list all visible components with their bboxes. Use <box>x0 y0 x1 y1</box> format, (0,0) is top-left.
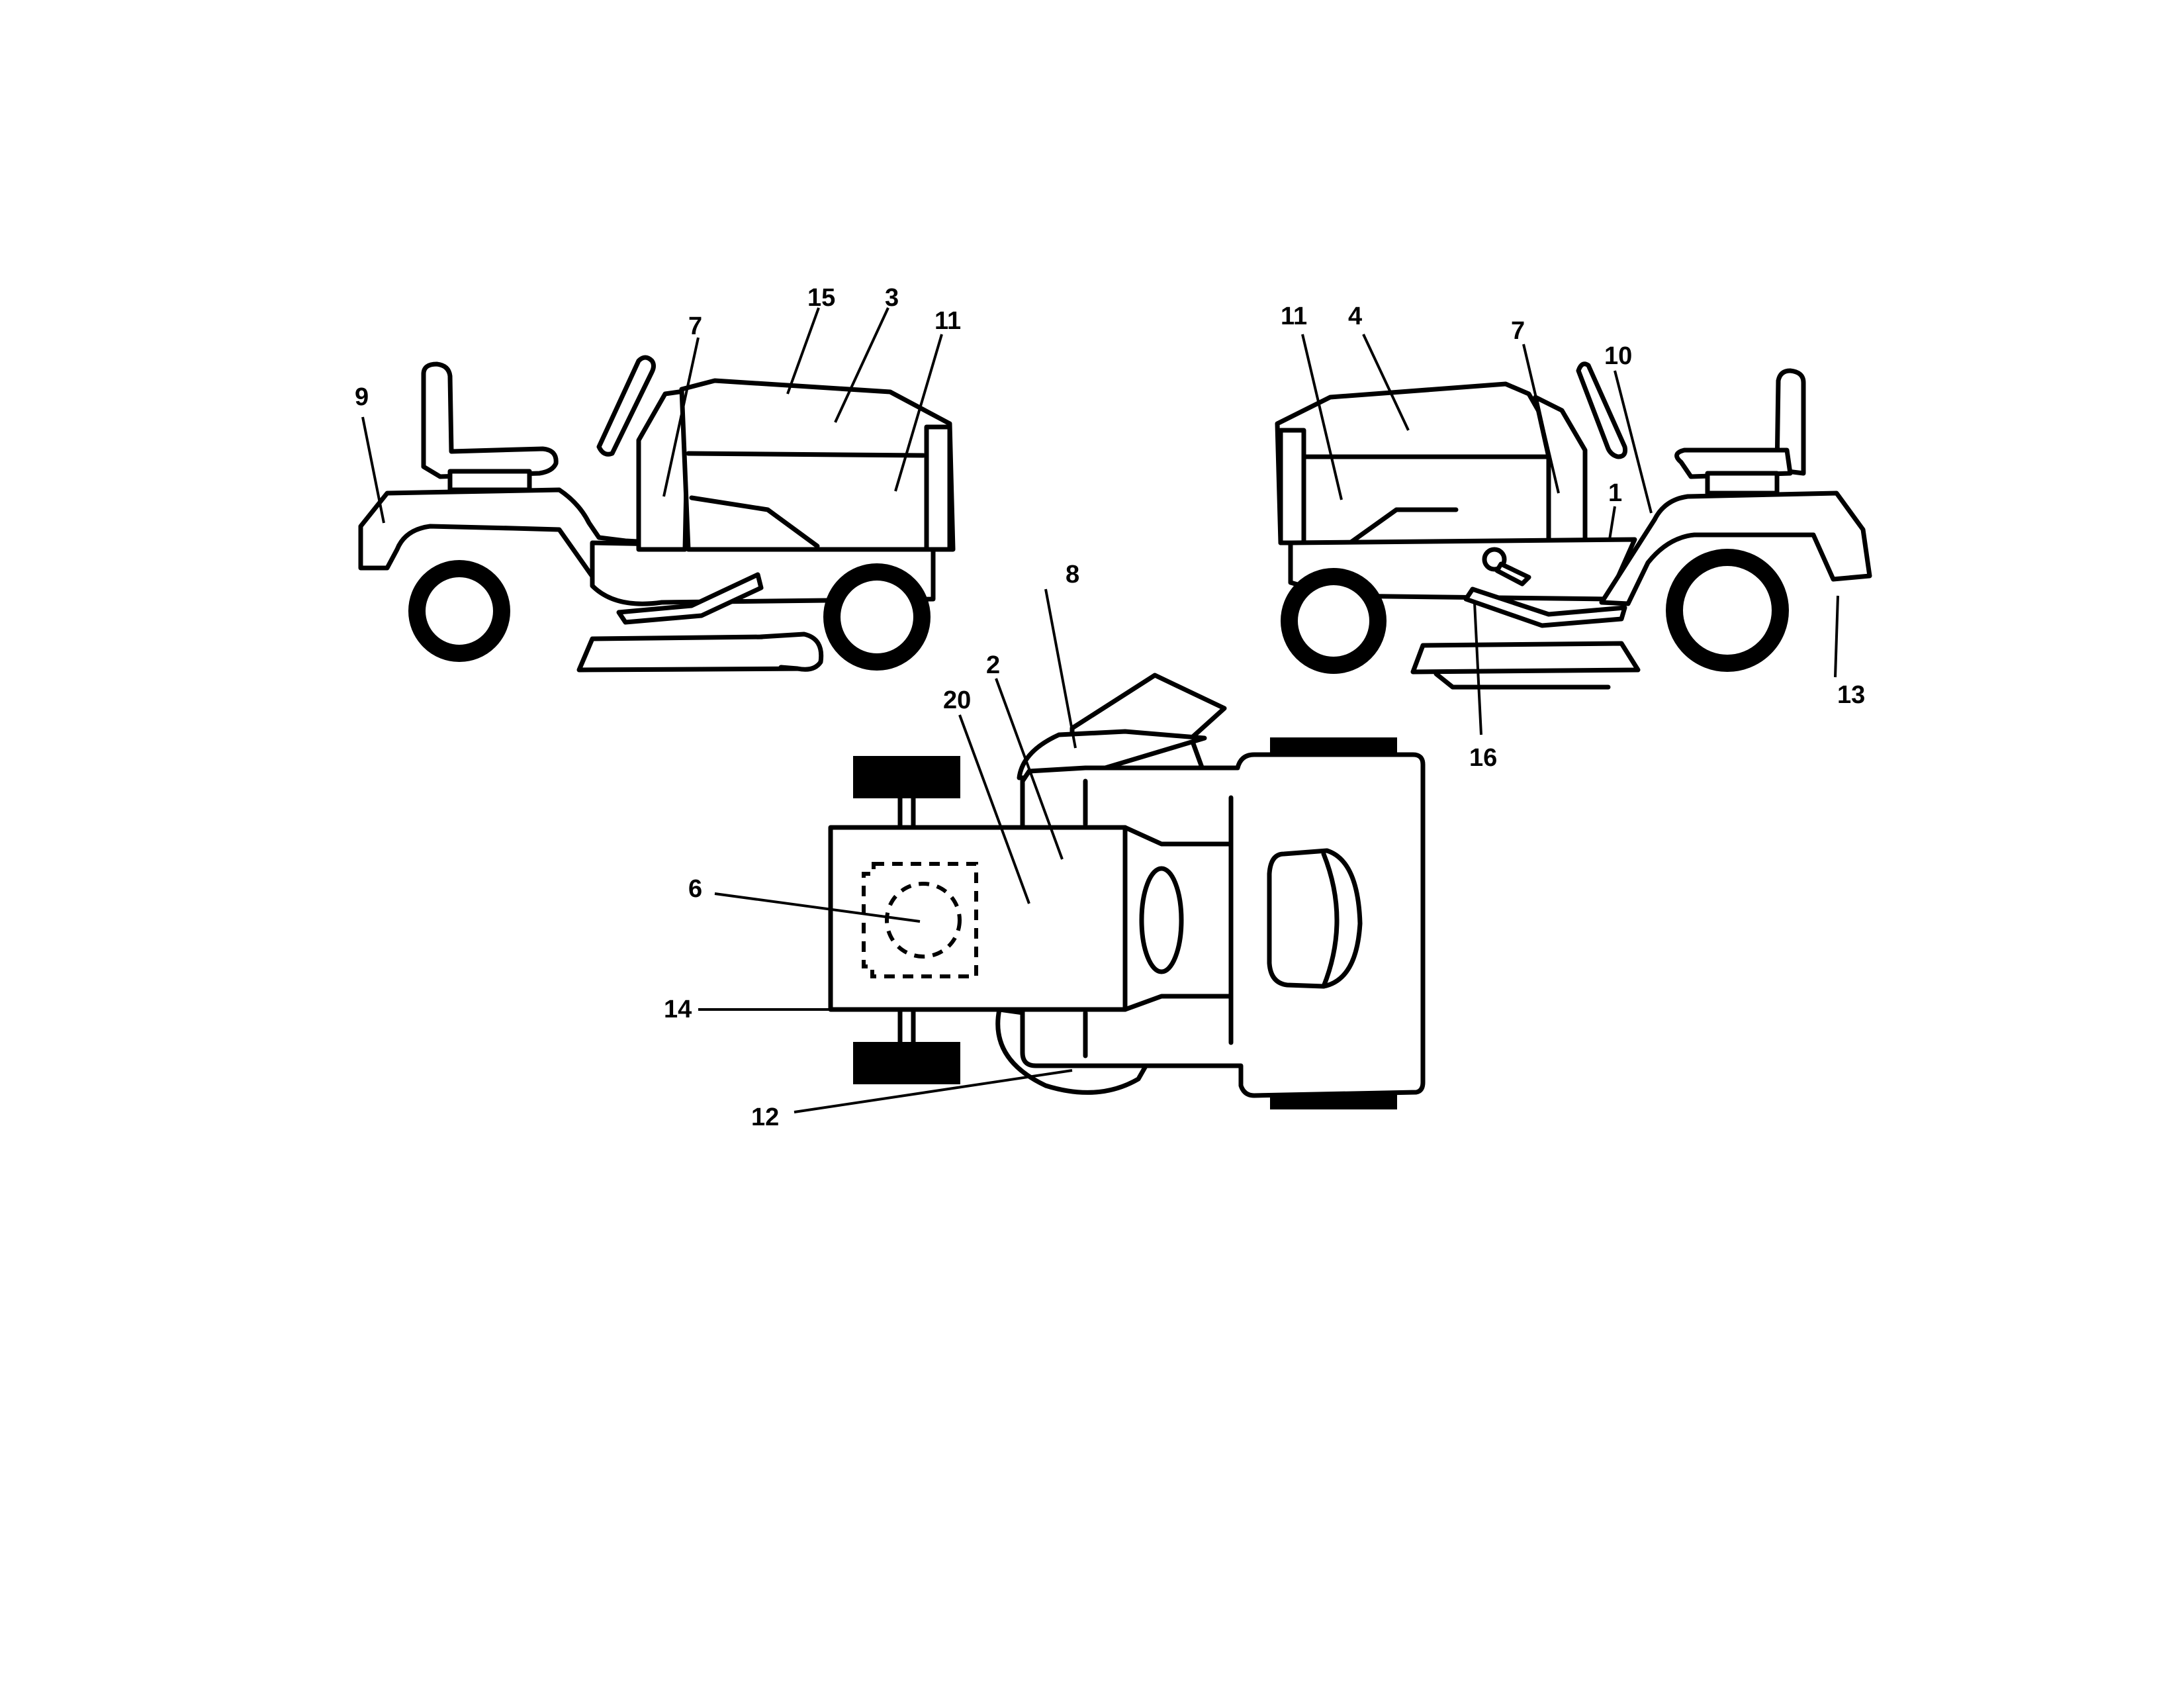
steering-wheel <box>596 355 656 457</box>
callout-2: 2 <box>986 651 1000 679</box>
seat <box>1267 848 1363 989</box>
hood-lower-crease <box>1347 507 1459 545</box>
hood-lower-crease <box>689 495 820 549</box>
callout-1: 1 <box>1608 479 1622 507</box>
front-wheel <box>823 563 931 671</box>
rear-tire-right <box>1270 1094 1397 1109</box>
leader-1 <box>1608 506 1616 540</box>
callout-11-right: 11 <box>1281 303 1307 330</box>
front-tire-right <box>853 1042 960 1084</box>
steering-wheel <box>1576 361 1627 459</box>
callout-4: 4 <box>1348 303 1362 330</box>
grille <box>1278 428 1306 545</box>
callout-20: 20 <box>943 686 971 714</box>
front-wheel <box>1281 568 1387 674</box>
seat-base <box>447 469 532 492</box>
leader-20 <box>958 714 1030 904</box>
leader-10 <box>1614 370 1653 514</box>
tractor-top-view <box>828 673 1426 1109</box>
leader-15 <box>786 307 820 395</box>
leader-11-right <box>1301 334 1343 500</box>
callout-6: 6 <box>688 875 702 903</box>
seat-cushion <box>1674 447 1793 479</box>
seat-curve <box>1321 851 1340 989</box>
deck-outline <box>1017 729 1207 780</box>
callout-9: 9 <box>355 383 369 411</box>
steering-wheel <box>1139 866 1184 974</box>
callout-13: 13 <box>1837 681 1865 709</box>
leader-3 <box>834 307 889 423</box>
leader-6 <box>714 892 921 923</box>
callout-15: 15 <box>807 284 835 312</box>
seat-back <box>421 361 559 479</box>
rear-wheel <box>408 560 510 662</box>
callout-10: 10 <box>1604 342 1632 370</box>
hood-crease <box>686 451 926 458</box>
rear-tire-left <box>1270 737 1397 753</box>
engine-outline <box>862 862 978 978</box>
leader-13 <box>1834 595 1839 678</box>
callout-7-left: 7 <box>688 312 702 340</box>
callout-11-left: 11 <box>934 307 961 335</box>
dash-tower <box>636 388 691 552</box>
callout-7-right: 7 <box>1511 317 1525 345</box>
hood <box>679 378 956 552</box>
deck-belt-guard <box>1433 671 1611 690</box>
tractor-left-side-view <box>358 355 956 673</box>
callout-16: 16 <box>1469 744 1497 772</box>
callout-8: 8 <box>1066 561 1079 588</box>
seat-base <box>1705 471 1780 496</box>
lift-lever <box>1494 561 1531 586</box>
tractor-right-side-view <box>1275 361 1872 690</box>
grille <box>924 424 952 552</box>
leader-16 <box>1473 602 1482 735</box>
deck-discharge <box>758 632 824 672</box>
leader-2 <box>995 678 1064 860</box>
front-tire-left <box>853 756 960 798</box>
rear-fender <box>1599 491 1872 606</box>
callout-3: 3 <box>885 284 899 312</box>
leader-8 <box>1044 588 1077 749</box>
leader-11-left <box>894 334 943 492</box>
mower-deck <box>1410 641 1641 675</box>
leader-12 <box>794 1069 1073 1113</box>
footrest <box>1463 586 1627 628</box>
leader-7-right <box>1522 344 1560 494</box>
leader-lines <box>361 307 1839 1113</box>
engine-flywheel <box>885 882 962 959</box>
footrest <box>616 572 764 625</box>
leader-7-left <box>662 337 700 497</box>
leader-4 <box>1362 334 1410 431</box>
callout-labels: 9 7 15 3 11 11 4 7 10 1 13 16 8 2 20 6 1… <box>355 284 1865 1131</box>
leader-9 <box>361 416 385 524</box>
rear-wheel <box>1666 549 1789 672</box>
callout-12: 12 <box>751 1103 779 1131</box>
seat-back <box>1774 368 1806 476</box>
callout-14: 14 <box>664 996 692 1023</box>
